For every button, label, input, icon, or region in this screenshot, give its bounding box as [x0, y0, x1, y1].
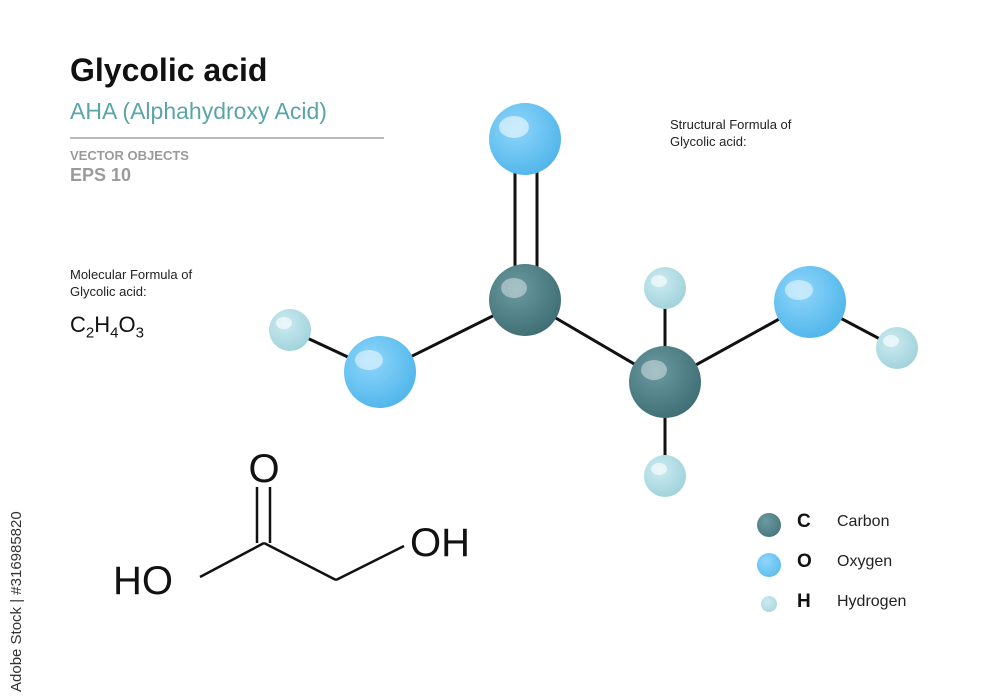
molecular-formula-label-line1: Molecular Formula of	[70, 267, 193, 282]
structural-formula-label-line2: Glycolic acid:	[670, 134, 747, 149]
model-atom-o-hydroxyl-right	[774, 266, 846, 338]
legend-name: Hydrogen	[837, 593, 907, 610]
hydrogen-ball-icon	[761, 596, 777, 612]
skeletal-ho-left: HO	[113, 559, 173, 603]
model-atom-c2	[629, 346, 701, 418]
skeletal-bond-ho-c	[199, 541, 265, 579]
legend-name: Carbon	[837, 513, 890, 530]
model-atom-o-carbonyl	[489, 103, 561, 175]
skeletal-bond-ch2-oh	[335, 544, 405, 582]
legend-item-carbon: C Carbon	[757, 511, 977, 541]
vector-objects-label: VECTOR OBJECTS	[70, 148, 189, 163]
model-atom-h-bottom	[644, 455, 686, 497]
structural-formula-label: Structural Formula of Glycolic acid:	[670, 116, 870, 150]
formula-count-h: 4	[110, 324, 119, 342]
formula-element-h: H	[94, 312, 111, 337]
skeletal-bond-c-ch2	[263, 541, 337, 582]
legend-symbol: H	[797, 591, 811, 612]
model-atom-o-hydroxyl-left	[344, 336, 416, 408]
legend-symbol: O	[797, 551, 812, 572]
model-atom-c1	[489, 264, 561, 336]
carbon-ball-icon	[757, 513, 781, 537]
structural-formula-label-line1: Structural Formula of	[670, 117, 792, 132]
legend-symbol: C	[797, 511, 811, 532]
model-atom-h-right	[876, 327, 918, 369]
formula-element-o: O	[118, 312, 136, 337]
model-atom-h-left	[269, 309, 311, 351]
stock-watermark: Adobe Stock | #316985820	[8, 511, 25, 692]
model-atom-h-top	[644, 267, 686, 309]
page-title: Glycolic acid	[70, 52, 268, 88]
divider	[70, 137, 384, 139]
legend-item-hydrogen: H Hydrogen	[757, 591, 977, 621]
molecular-formula-label: Molecular Formula of Glycolic acid:	[70, 266, 270, 300]
formula-element-c: C	[70, 312, 86, 337]
molecular-formula: C2H4O3	[70, 312, 144, 341]
skeletal-oh-right: OH	[410, 521, 470, 565]
legend-name: Oxygen	[837, 553, 893, 570]
molecular-formula-label-line2: Glycolic acid:	[70, 284, 147, 299]
eps-label: EPS 10	[70, 165, 132, 185]
oxygen-ball-icon	[757, 553, 781, 577]
formula-count-o: 3	[135, 324, 144, 342]
subtitle: AHA (Alphahydroxy Acid)	[70, 98, 327, 124]
skeletal-formula: O HO OH	[113, 447, 470, 603]
skeletal-carbonyl-o: O	[248, 447, 279, 491]
legend-item-oxygen: O Oxygen	[757, 551, 977, 581]
formula-count-c: 2	[85, 324, 95, 342]
